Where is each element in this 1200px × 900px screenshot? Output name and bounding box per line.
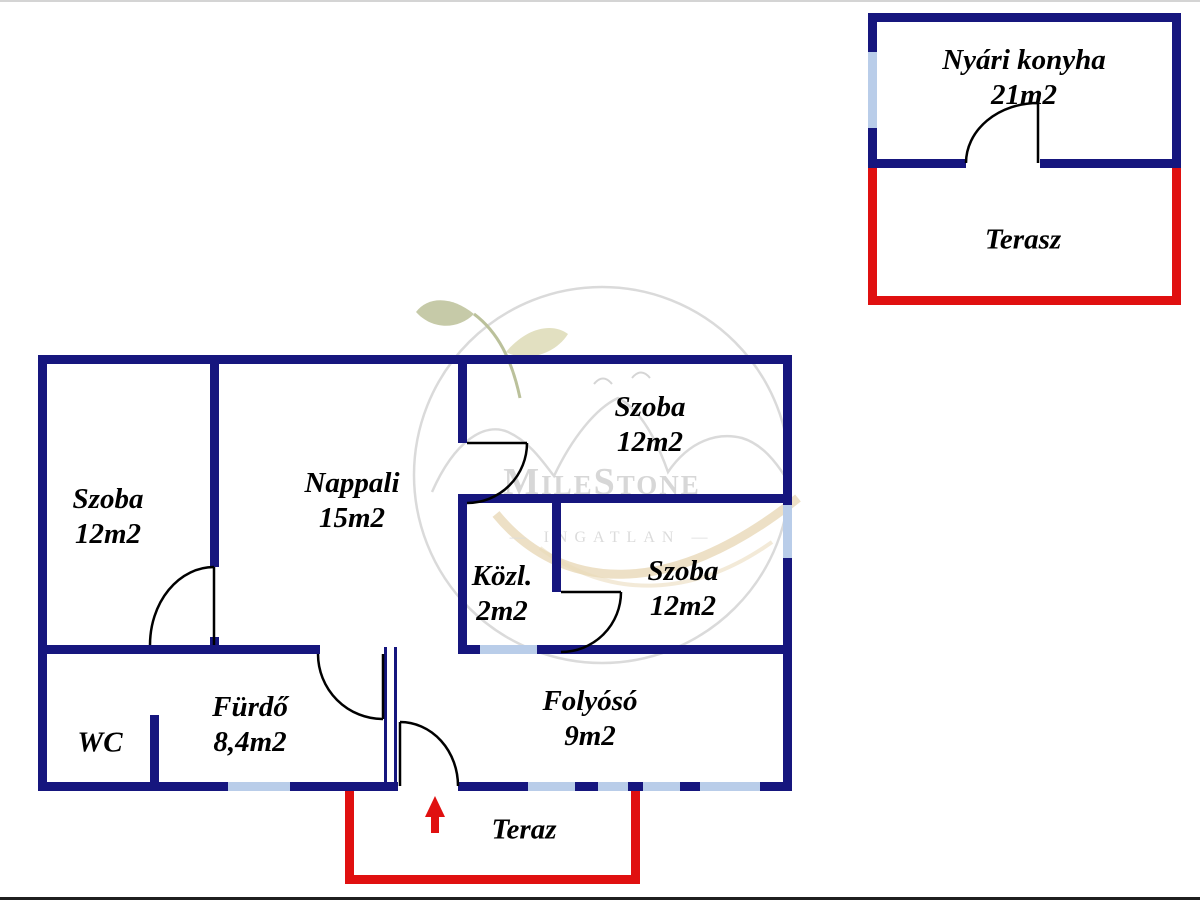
room-name: Fürdő [212, 691, 288, 724]
window-folyoso-3 [643, 782, 680, 791]
window-kozl-opening [480, 645, 537, 654]
room-area: 21m2 [990, 79, 1058, 111]
wall-kitchen-right [1172, 13, 1181, 168]
room-area: 9m2 [564, 720, 616, 752]
entrance-opening [398, 782, 458, 791]
wall-nappali-szoba-upper [458, 355, 467, 443]
room-name: Nyári konyha [942, 44, 1106, 77]
top-border [0, 0, 1200, 2]
room-area: 12m2 [616, 426, 684, 458]
window-folyoso-1 [528, 782, 575, 791]
room-label-folyoso: Folyósó 9m2 [542, 684, 637, 754]
room-label-szoba-top-right: Szoba 12m2 [615, 390, 686, 460]
door-szoba-right-icon [560, 590, 623, 654]
room-name: Közl. [471, 560, 533, 593]
watermark-leaf-icon [416, 300, 474, 326]
room-area: 12m2 [649, 590, 717, 622]
room-label-szoba-left: Szoba 12m2 [73, 482, 144, 552]
watermark-birds-icon [593, 371, 651, 385]
room-name: WC [77, 726, 123, 759]
room-name: Szoba [647, 555, 719, 588]
entrance-arrow-icon [425, 796, 445, 833]
watermark-mountains-icon [430, 396, 788, 493]
terrace-upper-right-wall [1172, 168, 1181, 305]
terrace-lower-right-wall [631, 791, 640, 884]
room-label-nappali: Nappali 15m2 [304, 466, 399, 536]
room-label-terasz-upper: Terasz [985, 223, 1061, 258]
room-area: 15m2 [318, 502, 386, 534]
window-folyoso-4 [700, 782, 760, 791]
room-name: Terasz [984, 223, 1062, 256]
room-area: 12m2 [74, 518, 142, 550]
room-name: Szoba [614, 391, 686, 424]
wall-main-top [38, 355, 792, 364]
window-szoba-right [783, 505, 792, 558]
room-name: Folyósó [542, 685, 638, 718]
door-entrance-icon [398, 720, 460, 787]
room-area: 2m2 [476, 595, 528, 627]
room-label-szoba-right: Szoba 12m2 [648, 554, 719, 624]
bottom-border [0, 897, 1200, 900]
room-name: Szoba [72, 483, 144, 516]
window-furdo [228, 782, 290, 791]
door-szoba-left-icon [148, 565, 216, 646]
room-name: Nappali [304, 467, 400, 500]
wall-nappali-kozl [458, 503, 467, 654]
room-name: Teraz [491, 813, 557, 846]
room-label-teraz-lower: Teraz [492, 813, 557, 848]
wall-main-right [783, 355, 792, 791]
kitchen-door-opening [966, 159, 1040, 168]
watermark-circle-icon [412, 285, 792, 665]
terrace-lower-bottom-wall [345, 875, 640, 884]
room-label-nyari-konyha: Nyári konyha 21m2 [942, 43, 1106, 113]
wall-szoba-nappali [210, 355, 219, 567]
wall-kozl-bottom-b [537, 645, 561, 654]
wall-szoba-topright-bottom [458, 494, 792, 503]
wall-furdo-corridor [384, 647, 397, 782]
watermark-leaf2-icon [506, 328, 568, 357]
room-label-furdo: Fürdő 8,4m2 [212, 690, 288, 760]
watermark-subtitle: — INGATLAN — [509, 529, 715, 546]
room-label-wc: WC [77, 726, 122, 761]
room-label-kozl: Közl. 2m2 [472, 559, 532, 629]
door-furdo-icon [316, 653, 385, 721]
window-kitchen [868, 52, 877, 128]
wall-szoba-right-top [561, 645, 792, 654]
wall-wc-partition [150, 715, 159, 791]
wall-main-left [38, 355, 47, 791]
terrace-upper-left-wall [868, 168, 877, 305]
terrace-upper-bottom-wall [868, 296, 1181, 305]
wall-kozl-szoba [552, 503, 561, 592]
wall-mid-horizontal-left [38, 645, 320, 654]
wall-kitchen-top [868, 13, 1181, 22]
window-folyoso-2 [598, 782, 628, 791]
terrace-lower-left-wall [345, 791, 354, 884]
room-area: 8,4m2 [213, 726, 287, 758]
wall-kozl-bottom-a [467, 645, 480, 654]
